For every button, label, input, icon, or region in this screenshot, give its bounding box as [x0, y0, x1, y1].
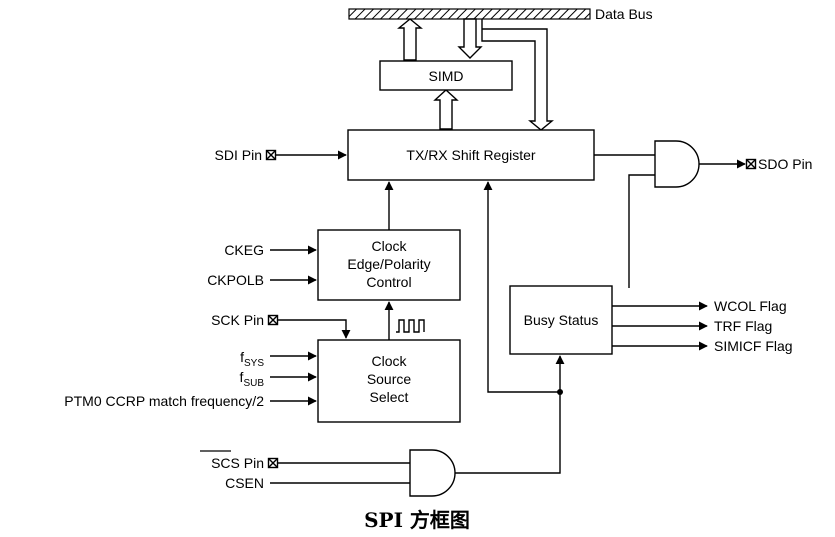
simd-block: [379, 60, 513, 91]
edge-polarity-block: [317, 229, 461, 301]
data-bus-label: Data Bus: [595, 6, 653, 22]
sdo-pin-label: SDO Pin: [758, 156, 812, 172]
fsub-base: f: [240, 369, 244, 385]
wcol-label: WCOL Flag: [714, 298, 787, 314]
sck-wire: [278, 319, 351, 339]
bus-arrows: [397, 18, 554, 131]
simicf-label: SIMICF Flag: [714, 338, 793, 354]
fsys-base: f: [240, 349, 244, 365]
ckpolb-label: CKPOLB: [207, 272, 264, 288]
clock-waveform-icon: [396, 319, 425, 333]
clock-source-line1: Clock: [371, 353, 407, 369]
scs-pin-label: SCS Pin: [211, 455, 264, 471]
edge-polarity-line1: Clock: [371, 238, 407, 254]
sck-pin-icon: [267, 314, 279, 326]
scs-and-gate: [409, 449, 456, 497]
busy-to-sdo-gate-wire: [628, 174, 655, 288]
trf-label: TRF Flag: [714, 318, 772, 334]
sdo-pin-icon: [745, 158, 757, 170]
edge-polarity-line3: Control: [366, 274, 411, 290]
fsys-subscript: SYS: [244, 358, 264, 369]
clock-source-block: [317, 339, 461, 423]
busy-status-block: [509, 285, 613, 355]
scs-pin-icon: [267, 457, 279, 469]
fsub-subscript: SUB: [243, 378, 264, 389]
csen-label: CSEN: [225, 475, 264, 491]
diagram-caption: SPI 方框图: [364, 508, 470, 532]
sdo-and-gate: [654, 140, 700, 188]
gate-to-enable-wire: [455, 468, 561, 474]
fsub-label: fSUB: [240, 369, 265, 389]
ckeg-label: CKEG: [224, 242, 264, 258]
shift-register-label: TX/RX Shift Register: [406, 147, 535, 163]
junction-dot: [557, 389, 563, 395]
data-bus: [348, 8, 591, 20]
fsys-label: fSYS: [240, 349, 264, 369]
sdi-pin-label: SDI Pin: [215, 147, 262, 163]
edge-polarity-line2: Edge/Polarity: [347, 256, 430, 272]
busy-status-label: Busy Status: [524, 312, 599, 328]
sck-pin-label: SCK Pin: [211, 312, 264, 328]
clock-source-line3: Select: [370, 389, 409, 405]
ptm-label: PTM0 CCRP match frequency/2: [64, 393, 264, 409]
enable-to-shift-wire: [483, 181, 560, 393]
clock-source-line2: Source: [367, 371, 412, 387]
sdi-pin-icon: [265, 149, 277, 161]
simd-label: SIMD: [429, 68, 464, 84]
